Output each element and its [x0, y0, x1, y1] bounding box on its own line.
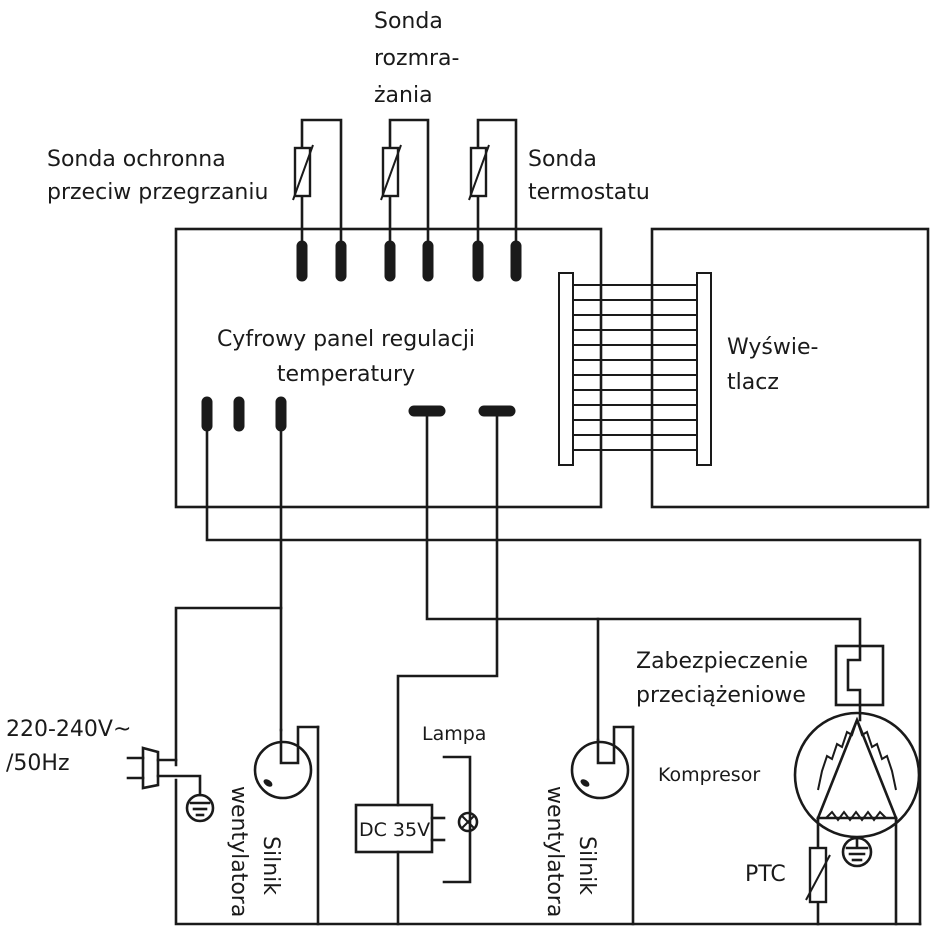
dc-supply-box	[354, 803, 434, 854]
label-compressor: Kompresor	[658, 764, 760, 786]
fan-motor-2	[570, 725, 635, 800]
probe-overheat	[292, 118, 347, 282]
svg-text:Sonda: Sonda	[374, 9, 443, 34]
label-probe-overheat: Sonda ochronna przeciw przegrzaniu	[47, 147, 268, 205]
label-lamp: Lampa	[422, 723, 486, 745]
label-probe-thermostat: Sonda termostatu	[528, 147, 650, 205]
label-fan-motor-2: Silnik wentylatora	[542, 786, 599, 917]
svg-text:przeciw przegrzaniu: przeciw przegrzaniu	[47, 180, 268, 205]
label-probe-defrost: Sonda rozmra- żania	[374, 9, 459, 108]
svg-text:przeciążeniowe: przeciążeniowe	[636, 683, 806, 708]
wires	[174, 409, 922, 926]
control-panel-box	[174, 227, 603, 509]
lamp-icon	[442, 755, 479, 884]
svg-text:termostatu: termostatu	[528, 180, 650, 205]
power-plug-icon	[126, 746, 202, 797]
probe-thermostat	[468, 118, 522, 282]
svg-text:żania: żania	[374, 83, 433, 108]
svg-text:temperatury: temperatury	[277, 362, 415, 387]
label-display: Wyświe- tlacz	[727, 335, 818, 395]
overload-protector	[834, 644, 885, 707]
ground-icon-compressor	[841, 836, 873, 868]
svg-text:tlacz: tlacz	[727, 370, 779, 395]
svg-text:Sonda: Sonda	[528, 147, 597, 172]
probe-defrost	[380, 118, 434, 282]
ribbon-connector	[558, 272, 712, 466]
svg-text:wentylatora: wentylatora	[226, 786, 251, 917]
panel-terminals-left	[201, 396, 287, 432]
label-dc: DC 35V	[359, 819, 430, 841]
label-power: 220-240V~ /50Hz	[6, 717, 131, 776]
svg-text:Zabezpieczenie: Zabezpieczenie	[636, 649, 808, 674]
display-box	[650, 227, 930, 509]
ptc-component	[805, 846, 831, 904]
svg-text:Cyfrowy panel regulacji: Cyfrowy panel regulacji	[217, 327, 475, 352]
svg-text:Wyświe-: Wyświe-	[727, 335, 818, 360]
ground-icon-plug	[185, 793, 215, 823]
label-overload: Zabezpieczenie przeciążeniowe	[636, 649, 808, 708]
fan-motor-1	[253, 725, 320, 800]
svg-text:/50Hz: /50Hz	[6, 751, 70, 776]
svg-text:wentylatora: wentylatora	[542, 786, 567, 917]
svg-text:220-240V~: 220-240V~	[6, 717, 131, 742]
label-panel: Cyfrowy panel regulacji temperatury	[217, 327, 475, 387]
svg-text:Silnik: Silnik	[258, 836, 283, 895]
svg-text:Sonda ochronna: Sonda ochronna	[47, 147, 226, 172]
svg-text:Silnik: Silnik	[574, 836, 599, 895]
label-ptc: PTC	[745, 862, 786, 887]
label-fan-motor-1: Silnik wentylatora	[226, 786, 283, 917]
svg-text:rozmra-: rozmra-	[374, 46, 459, 71]
